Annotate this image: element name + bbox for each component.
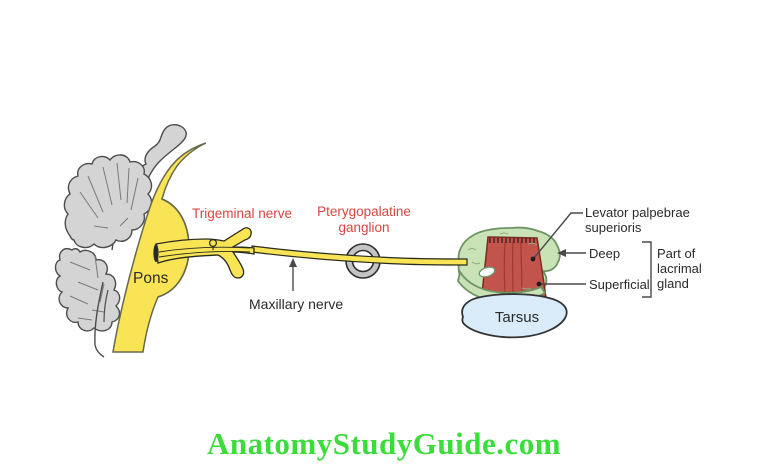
deep-arrowhead-icon — [557, 249, 566, 257]
label-trigeminal-nerve: Trigeminal nerve — [192, 206, 292, 221]
medulla-outline-inner — [103, 289, 109, 323]
maxillary-arrowhead-icon — [289, 258, 297, 267]
label-pons: Pons — [133, 270, 169, 287]
nerve-fiber-line — [158, 250, 251, 258]
label-tarsus: Tarsus — [495, 309, 539, 326]
maxillary-nerve-shape — [251, 245, 468, 266]
label-part-of-line2: lacrimal — [657, 261, 702, 276]
leader-lines — [292, 212, 652, 298]
label-pterygopalatine-line1: Pterygopalatine — [317, 204, 411, 219]
trigeminal-nerve-shape — [153, 227, 255, 279]
cerebellum-folia-lines — [79, 162, 139, 229]
levator-leader-dot — [530, 256, 536, 262]
tarsus-shape: Tarsus — [461, 293, 568, 339]
label-levator-line1: Levator palpebrae — [585, 205, 690, 220]
label-deep: Deep — [589, 246, 620, 261]
superficial-leader-dot — [536, 281, 542, 287]
muscle-striation-lines — [503, 240, 523, 296]
medulla-outline — [94, 281, 105, 358]
nerve-nub — [209, 239, 218, 248]
label-part-of-line1: Part of — [657, 246, 696, 261]
label-maxillary-nerve: Maxillary nerve — [249, 296, 343, 312]
levator-leader-line — [533, 212, 583, 259]
cerebellum-shape — [54, 124, 187, 358]
label-levator-line2: superioris — [585, 220, 642, 235]
nerve-root-shading — [153, 244, 159, 262]
gland-texture-marks — [467, 232, 538, 290]
label-pterygopalatine-line2: ganglion — [338, 220, 389, 235]
nerve-fiber-line — [158, 246, 251, 253]
gland-notch — [478, 266, 496, 278]
lacrimal-bracket — [642, 241, 652, 298]
muscle-insertion-hatch — [489, 238, 535, 243]
label-part-of-line3: gland — [657, 276, 689, 291]
watermark-text: AnatomyStudyGuide.com — [206, 426, 562, 461]
label-superficial: Superficial — [589, 277, 650, 292]
